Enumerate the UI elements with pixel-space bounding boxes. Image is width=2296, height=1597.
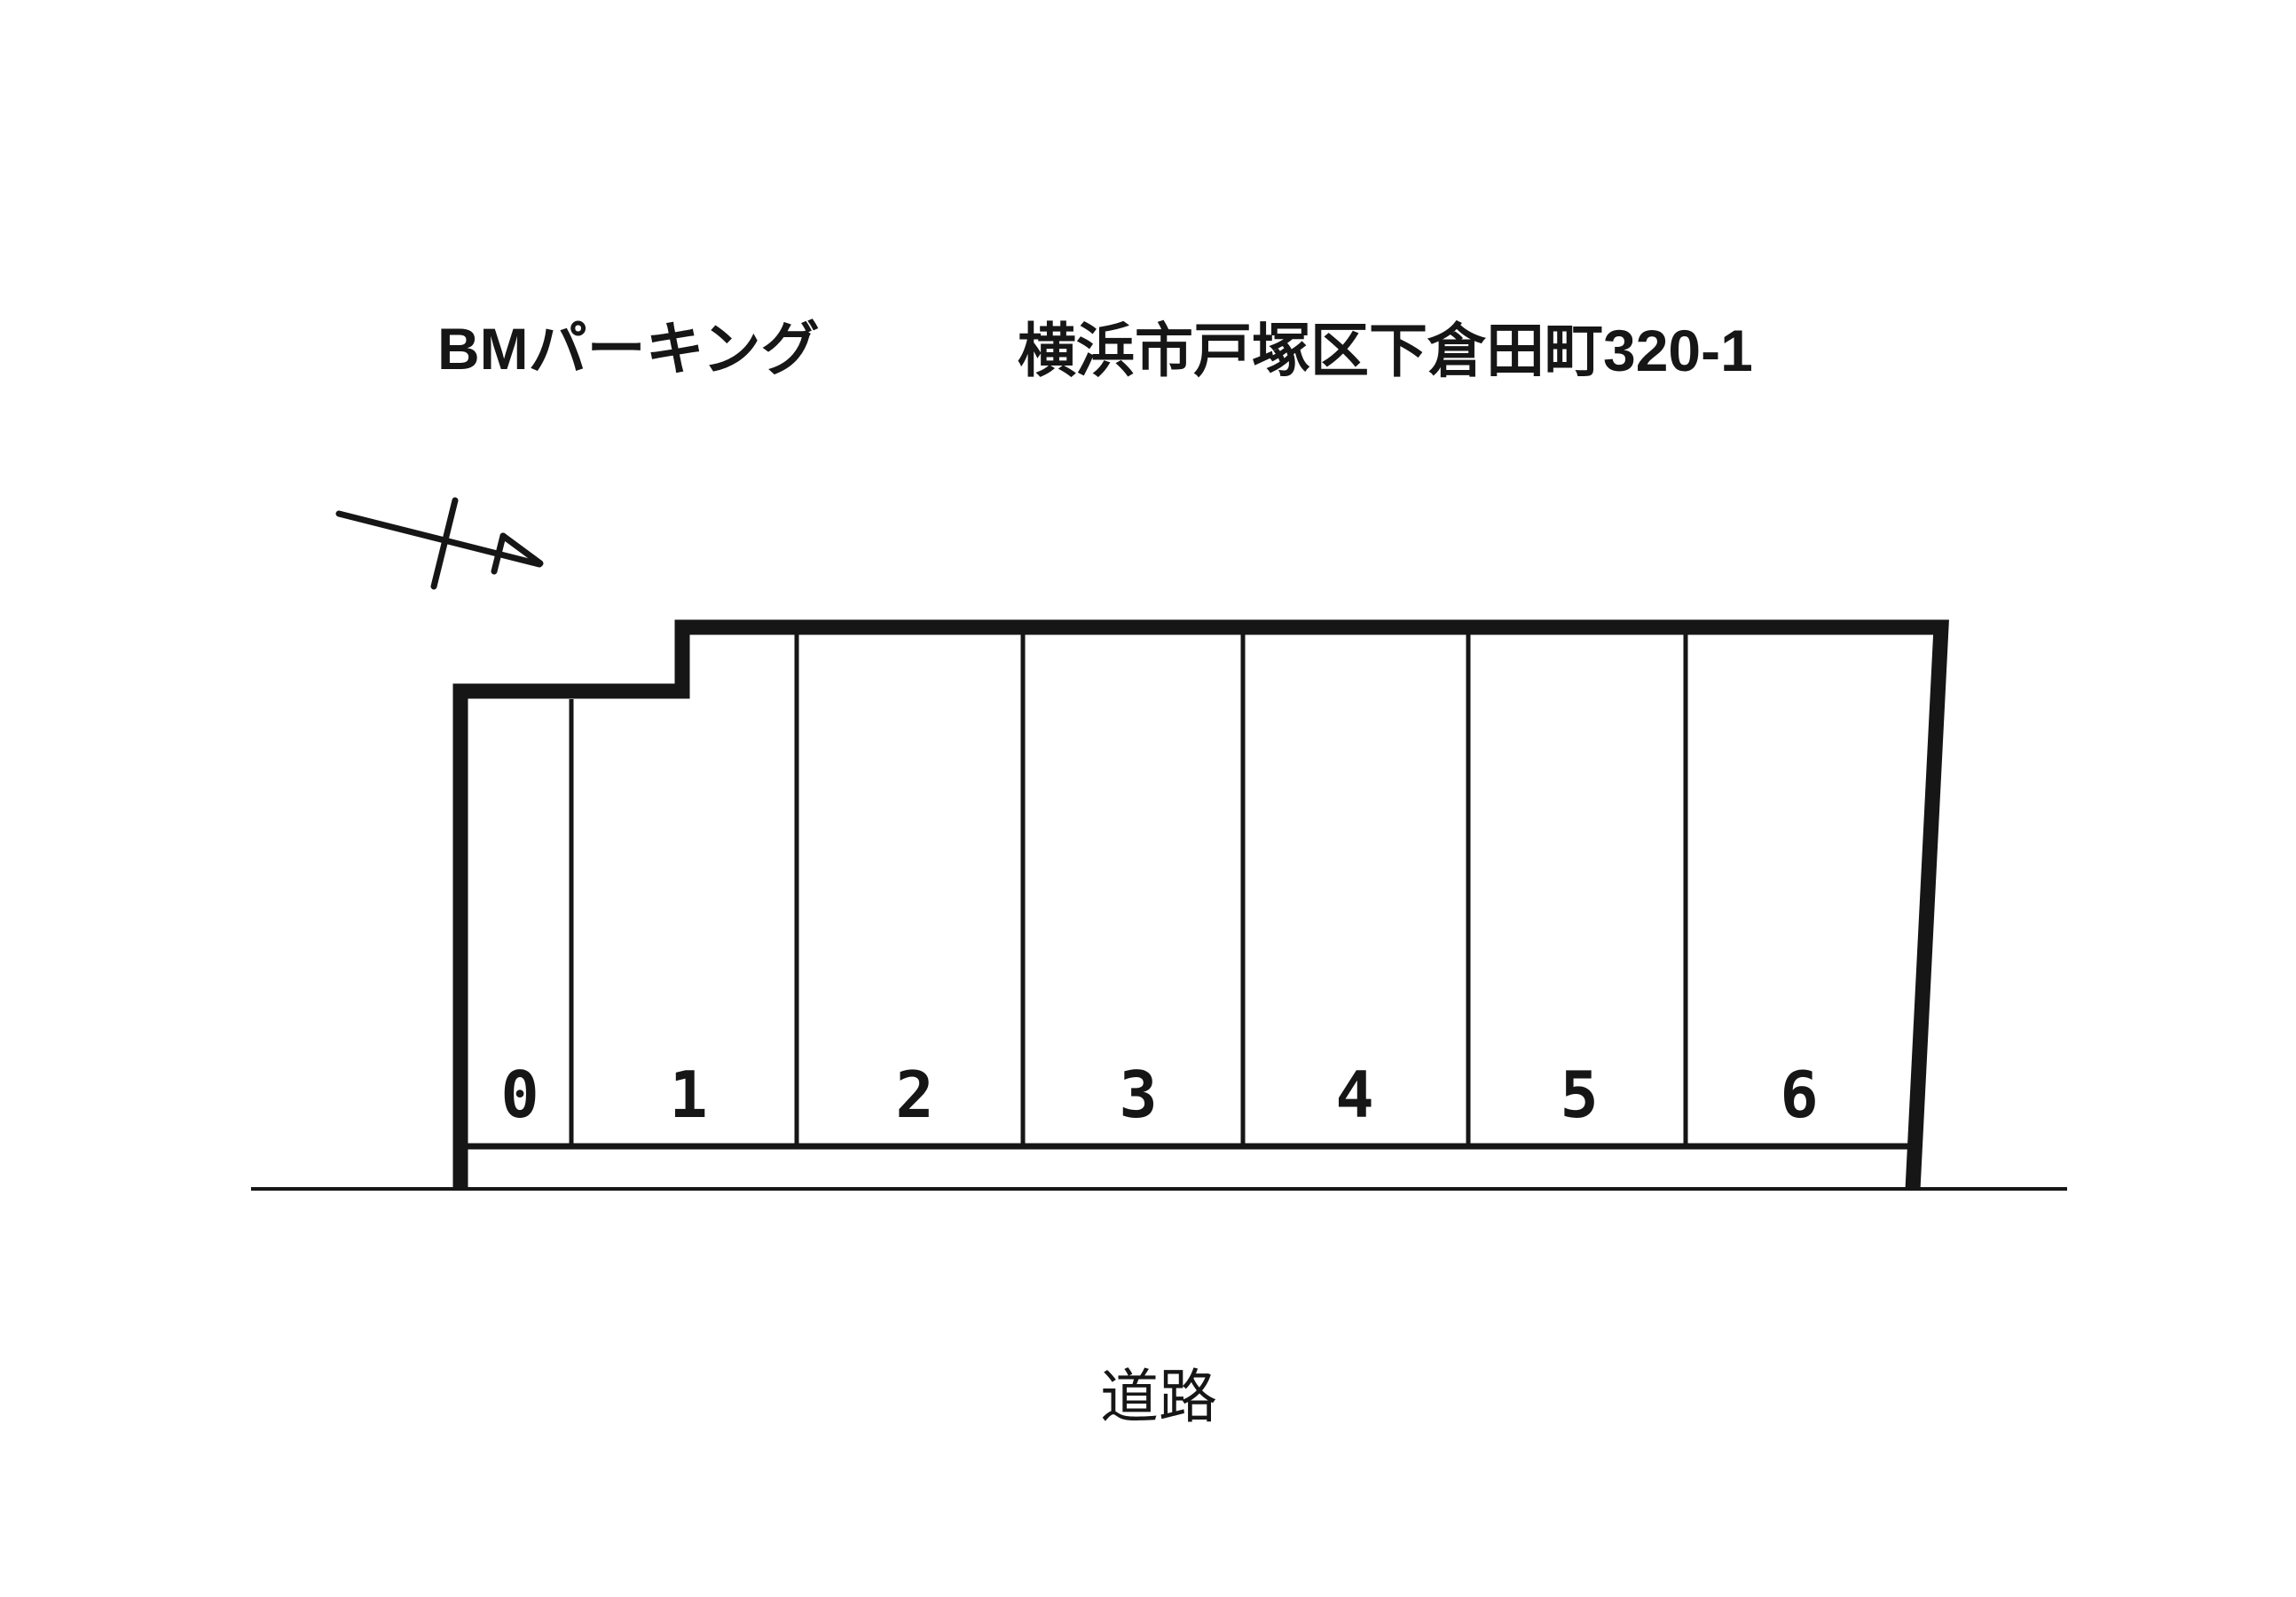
lot-boundary-wall [452,619,1949,1191]
space-label-3: 3 [1119,1058,1157,1132]
north-arrow-head-back [491,532,507,575]
space-label-6: 6 [1780,1058,1818,1132]
north-arrow-icon [335,497,544,590]
space-label-1: 1 [669,1058,707,1132]
parking-lot-outline [452,619,1949,1191]
space-labels: 0 1 2 3 4 5 6 [500,1058,1818,1132]
road-label: 道路 [1100,1364,1217,1429]
space-dividers [569,633,1688,1146]
north-arrow-head-edge [499,532,544,567]
page-title: BMパーキング [437,316,820,382]
space-label-5: 5 [1560,1058,1598,1132]
space-label-2: 2 [895,1058,933,1132]
site-address: 横浜市戸塚区下倉田町320-1 [1018,318,1753,383]
space-label-0: 0 [500,1058,539,1132]
north-arrow-shaft [335,510,543,568]
north-arrow-crossbar [430,497,459,590]
space-label-4: 4 [1335,1058,1373,1132]
